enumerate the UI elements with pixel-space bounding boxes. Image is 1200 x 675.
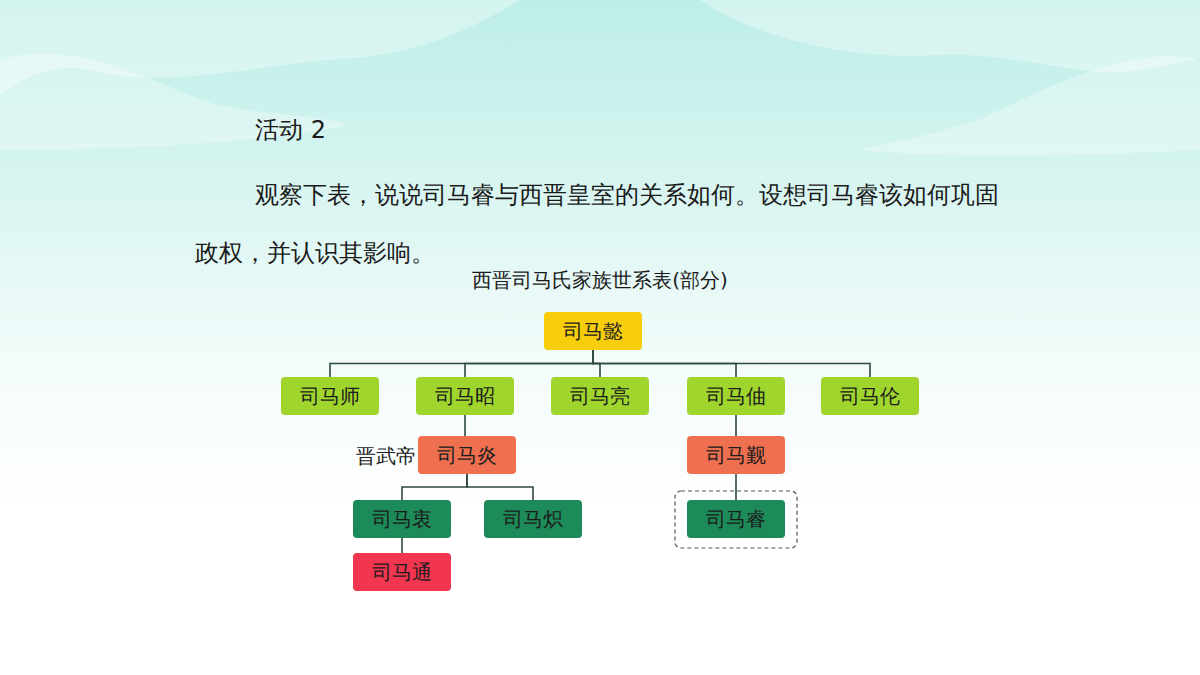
person-box: 司马睿	[687, 500, 785, 538]
highlight-dashed-frame	[675, 491, 797, 548]
person-box: 司马炽	[484, 500, 582, 538]
person-box: 司马伷	[687, 377, 785, 415]
activity-heading: 活动 2	[255, 112, 555, 148]
person-box: 司马昭	[416, 377, 514, 415]
person-name: 司马伷	[694, 377, 778, 415]
person-name: 司马伦	[828, 377, 912, 415]
cloud	[700, 0, 1200, 72]
lineage-connector	[402, 474, 467, 500]
person-box: 司马觐	[687, 436, 785, 474]
chart-title: 西晋司马氏家族世系表(部分)	[300, 266, 900, 294]
person-name: 司马炽	[491, 500, 575, 538]
lineage-connector	[330, 350, 593, 377]
lineage-connector	[401, 538, 403, 553]
person-name: 司马昭	[423, 377, 507, 415]
task-paragraph: 观察下表，说说司马睿与西晋皇室的关系如何。设想司马睿该如何巩固政权，并认识其影响…	[195, 166, 1015, 282]
lineage-connector	[465, 350, 593, 377]
person-box: 司马懿	[544, 312, 642, 350]
lineage-connector	[593, 350, 870, 377]
person-box: 司马亮	[551, 377, 649, 415]
title-label: 晋武帝	[330, 441, 416, 471]
person-name: 司马炎	[425, 436, 509, 474]
person-box: 司马衷	[353, 500, 451, 538]
lineage-connector	[735, 474, 737, 500]
lineage-connector	[464, 415, 466, 436]
person-name: 司马懿	[551, 312, 635, 350]
person-name: 司马睿	[694, 500, 778, 538]
lineage-connector	[467, 474, 533, 500]
lineage-connector	[735, 415, 737, 436]
cloud	[860, 56, 1200, 155]
person-box: 司马伦	[821, 377, 919, 415]
person-name: 司马师	[288, 377, 372, 415]
person-name: 司马亮	[558, 377, 642, 415]
person-box: 司马炎	[418, 436, 516, 474]
person-name: 司马衷	[360, 500, 444, 538]
person-box: 司马通	[353, 553, 451, 591]
person-box: 司马师	[281, 377, 379, 415]
person-name: 司马通	[360, 553, 444, 591]
person-name: 司马觐	[694, 436, 778, 474]
